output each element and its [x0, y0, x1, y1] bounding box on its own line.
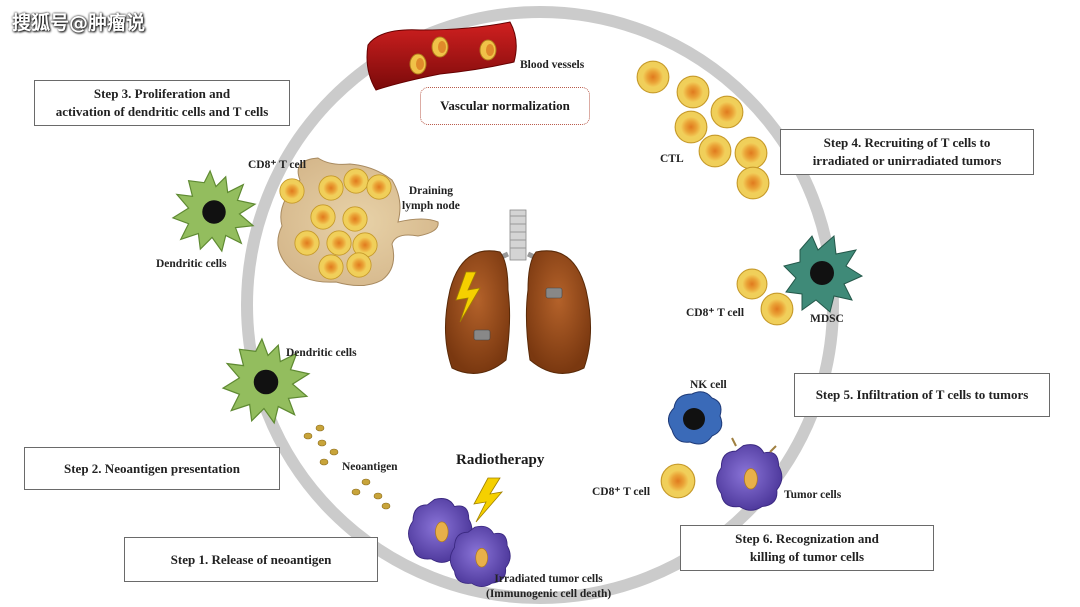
nk-cell-label: NK cell: [690, 379, 727, 391]
radiotherapy-label: Radiotherapy: [456, 452, 545, 468]
step-1-box: Step 1. Release of neoantigen: [124, 537, 378, 582]
cd8-tcell-right-label: CD8⁺ T cell: [686, 307, 745, 319]
tumor-cells-label: Tumor cells: [784, 489, 842, 501]
cd8-tcell-right: [736, 268, 794, 326]
cd8-tcell-bottom-label: CD8⁺ T cell: [592, 486, 651, 498]
ctl-label: CTL: [660, 153, 684, 165]
cd8-tcell-top-label: CD8⁺ T cell: [248, 159, 307, 171]
ctl-cluster: [636, 60, 770, 200]
dendritic-cells-upper-label: Dendritic cells: [156, 258, 227, 270]
draining-lymph-node-label: Draining lymph node: [402, 185, 460, 212]
cd8-tcell-bottom: [660, 463, 696, 499]
blood-vessels-label: Blood vessels: [520, 59, 585, 71]
mdsc-label: MDSC: [810, 313, 844, 325]
dendritic-cells-lower-label: Dendritic cells: [286, 347, 357, 359]
neoantigen-dots: [303, 424, 391, 510]
cycle-ring: [241, 6, 839, 604]
lymph-node-illustration: [277, 157, 439, 286]
step-3-box: Step 3. Proliferation and activation of …: [34, 80, 290, 126]
nk-cell: [668, 391, 723, 445]
mdsc-cell: [783, 234, 864, 313]
step-6-box: Step 6. Recognization and killing of tum…: [680, 525, 934, 571]
lungs-illustration: [444, 209, 592, 374]
irradiated-tumor-cells-label: Irradiated tumor cells (Immunogenic cell…: [486, 573, 612, 600]
blood-vessel-illustration: [366, 21, 517, 91]
watermark: 搜狐号@肿瘤说: [12, 12, 146, 34]
step-5-box: Step 5. Infiltration of T cells to tumor…: [794, 373, 1050, 417]
step-4-box: Step 4. Recruiting of T cells to irradia…: [780, 129, 1034, 175]
radiotherapy-lightning-icon: [473, 477, 504, 523]
neoantigen-label: Neoantigen: [342, 461, 398, 473]
vascular-normalization-label: Vascular normalization: [420, 87, 590, 125]
step-2-box: Step 2. Neoantigen presentation: [24, 447, 280, 490]
tumor-cell-right: [716, 437, 783, 511]
dendritic-cell-upper: [172, 170, 256, 252]
